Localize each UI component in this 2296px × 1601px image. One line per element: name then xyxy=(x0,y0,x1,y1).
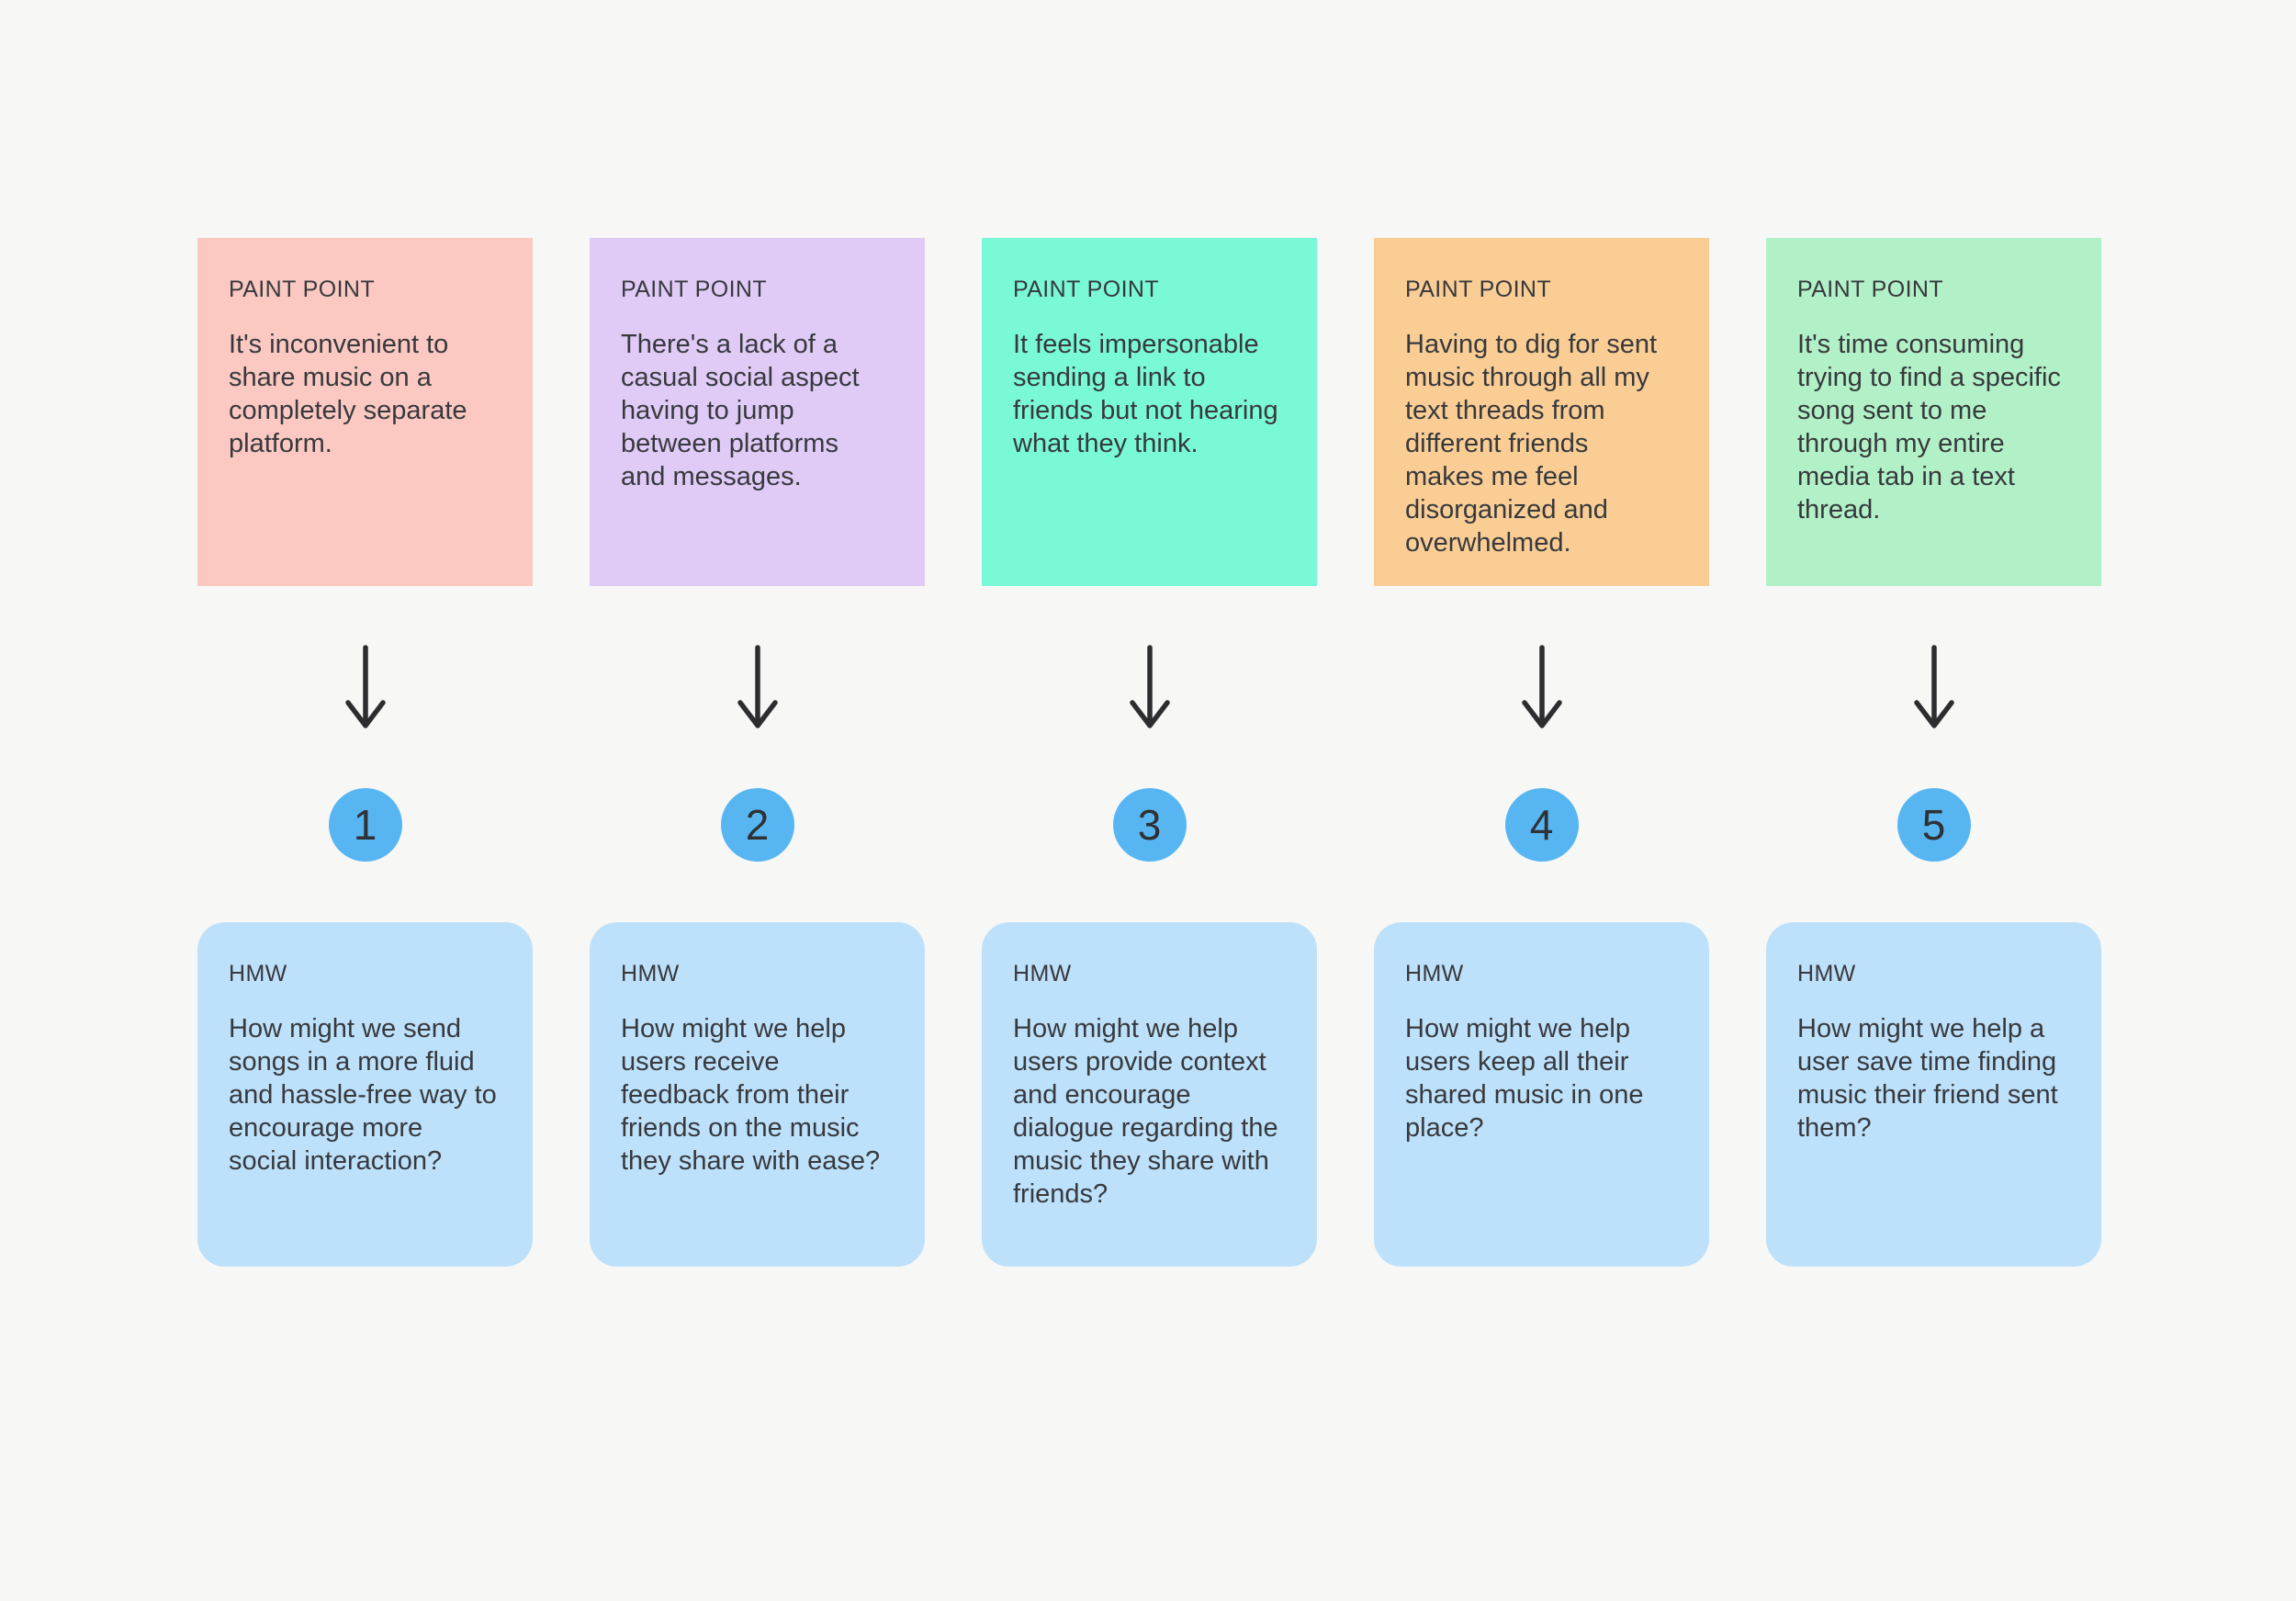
down-arrow-icon[interactable] xyxy=(730,645,785,733)
pain-point-label: PAINT POINT xyxy=(621,276,768,302)
down-arrow-icon[interactable] xyxy=(1907,645,1962,733)
down-arrow-icon[interactable] xyxy=(1514,645,1570,733)
step-number-badge[interactable]: 1 xyxy=(328,788,402,862)
pain-point-label: PAINT POINT xyxy=(229,276,376,302)
hmw-text: How might we help users receive feedback… xyxy=(621,1014,881,1176)
flow-column-1: PAINT POINT It's inconvenient to share m… xyxy=(197,238,533,1267)
hmw-label: HMW xyxy=(1797,961,1856,987)
step-number-badge[interactable]: 5 xyxy=(1896,788,1971,862)
flow-column-4: PAINT POINT Having to dig for sent music… xyxy=(1374,238,1709,1267)
hmw-text: How might we send songs in a more fluid … xyxy=(229,1014,497,1176)
hmw-label: HMW xyxy=(621,961,680,987)
hmw-label: HMW xyxy=(1013,961,1072,987)
pain-point-text: It's time consuming trying to find a spe… xyxy=(1797,330,2061,524)
hmw-card[interactable]: HMW How might we help a user save time f… xyxy=(1766,922,2101,1267)
hmw-card[interactable]: HMW How might we help users provide cont… xyxy=(982,922,1317,1267)
down-arrow-icon[interactable] xyxy=(338,645,393,733)
pain-point-card[interactable]: PAINT POINT There's a lack of a casual s… xyxy=(590,238,925,586)
hmw-text: How might we help users provide context … xyxy=(1013,1014,1278,1209)
step-number-badge[interactable]: 4 xyxy=(1504,788,1579,862)
flow-column-3: PAINT POINT It feels impersonable sendin… xyxy=(982,238,1317,1267)
step-number-badge[interactable]: 3 xyxy=(1112,788,1187,862)
step-number: 3 xyxy=(1137,801,1162,849)
step-number: 2 xyxy=(745,801,770,849)
hmw-card[interactable]: HMW How might we help users keep all the… xyxy=(1374,922,1709,1267)
pain-point-label: PAINT POINT xyxy=(1797,276,1944,302)
pain-point-text: There's a lack of a casual social aspect… xyxy=(621,330,860,491)
hmw-card[interactable]: HMW How might we send songs in a more fl… xyxy=(197,922,533,1267)
hmw-text: How might we help users keep all their s… xyxy=(1405,1014,1644,1143)
hmw-card[interactable]: HMW How might we help users receive feed… xyxy=(590,922,925,1267)
pain-point-text: It feels impersonable sending a link to … xyxy=(1013,330,1278,458)
hmw-text: How might we help a user save time findi… xyxy=(1797,1014,2058,1143)
pain-point-card[interactable]: PAINT POINT It's inconvenient to share m… xyxy=(197,238,533,586)
pain-point-label: PAINT POINT xyxy=(1013,276,1160,302)
down-arrow-icon[interactable] xyxy=(1122,645,1177,733)
step-number-badge[interactable]: 2 xyxy=(720,788,794,862)
pain-point-text: It's inconvenient to share music on a co… xyxy=(229,330,467,458)
pain-point-text: Having to dig for sent music through all… xyxy=(1405,330,1658,558)
pain-point-card[interactable]: PAINT POINT Having to dig for sent music… xyxy=(1374,238,1709,586)
flow-column-2: PAINT POINT There's a lack of a casual s… xyxy=(590,238,925,1267)
hmw-label: HMW xyxy=(1405,961,1464,987)
pain-point-card[interactable]: PAINT POINT It feels impersonable sendin… xyxy=(982,238,1317,586)
step-number: 4 xyxy=(1529,801,1554,849)
hmw-label: HMW xyxy=(229,961,287,987)
pain-point-label: PAINT POINT xyxy=(1405,276,1552,302)
columns-row: PAINT POINT It's inconvenient to share m… xyxy=(197,238,2101,1267)
step-number: 1 xyxy=(353,801,377,849)
flow-column-5: PAINT POINT It's time consuming trying t… xyxy=(1766,238,2101,1267)
step-number: 5 xyxy=(1921,801,1946,849)
pain-point-card[interactable]: PAINT POINT It's time consuming trying t… xyxy=(1766,238,2101,586)
